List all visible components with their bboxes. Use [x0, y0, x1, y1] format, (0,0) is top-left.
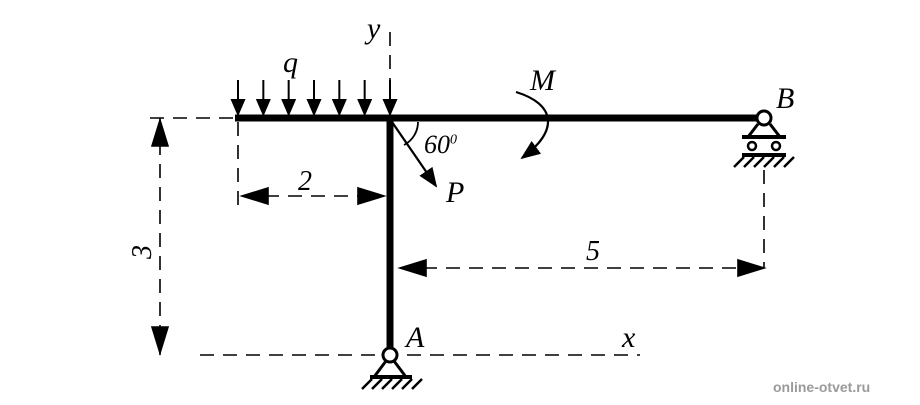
load-q-label: q — [283, 46, 298, 79]
q-arrow-head — [331, 99, 347, 117]
pin-a-leg-right — [392, 360, 408, 378]
dimension-2-label: 2 — [298, 166, 312, 197]
dim3-bottom-arrowhead — [150, 326, 170, 356]
ground-hatch-b — [733, 156, 795, 168]
pin-a-circle — [381, 346, 399, 364]
moment-m-arrow — [515, 90, 550, 160]
q-arrow-head — [357, 99, 373, 117]
ground-hatch-a — [361, 378, 423, 390]
support-a-label: A — [406, 321, 425, 354]
angle-label: 600 — [424, 132, 457, 158]
dim5-right-arrowhead — [737, 258, 767, 278]
support-b-label: B — [776, 82, 795, 115]
q-arrow-head — [255, 99, 271, 117]
angle-arc — [403, 121, 419, 146]
q-arrow-head — [230, 99, 246, 117]
roller-b-pin — [755, 109, 773, 127]
x-axis-label: x — [622, 321, 636, 354]
dimension-arrows — [150, 117, 767, 356]
roller-wheel-left — [746, 140, 758, 152]
dimension-5-label: 5 — [586, 236, 600, 267]
distributed-load — [230, 80, 398, 117]
roller-wheel-right — [770, 140, 782, 152]
dim3-top-arrowhead — [150, 117, 170, 147]
dim2-right-arrowhead — [357, 186, 387, 206]
force-p-arrow — [391, 121, 438, 188]
dimension-3-label: 3 — [127, 245, 158, 259]
angle-degree-mark: 0 — [450, 132, 457, 148]
dim5-left-arrowhead — [397, 258, 427, 278]
force-p-label: P — [446, 176, 465, 209]
q-arrow-head — [306, 99, 322, 117]
support-a-pin — [361, 346, 423, 390]
roller-b-leg-left — [746, 123, 760, 138]
y-axis-label: y — [367, 12, 381, 45]
angle-value: 60 — [424, 130, 450, 159]
frame-members — [235, 114, 766, 352]
q-arrow-head — [382, 99, 398, 117]
pin-a-leg-left — [372, 360, 388, 378]
dim2-left-arrowhead — [239, 186, 269, 206]
support-b-roller — [733, 109, 795, 168]
q-arrow-head — [281, 99, 297, 117]
watermark: online-otvet.ru — [773, 379, 871, 395]
moment-m-label: M — [530, 64, 555, 97]
roller-b-leg-right — [768, 123, 782, 138]
